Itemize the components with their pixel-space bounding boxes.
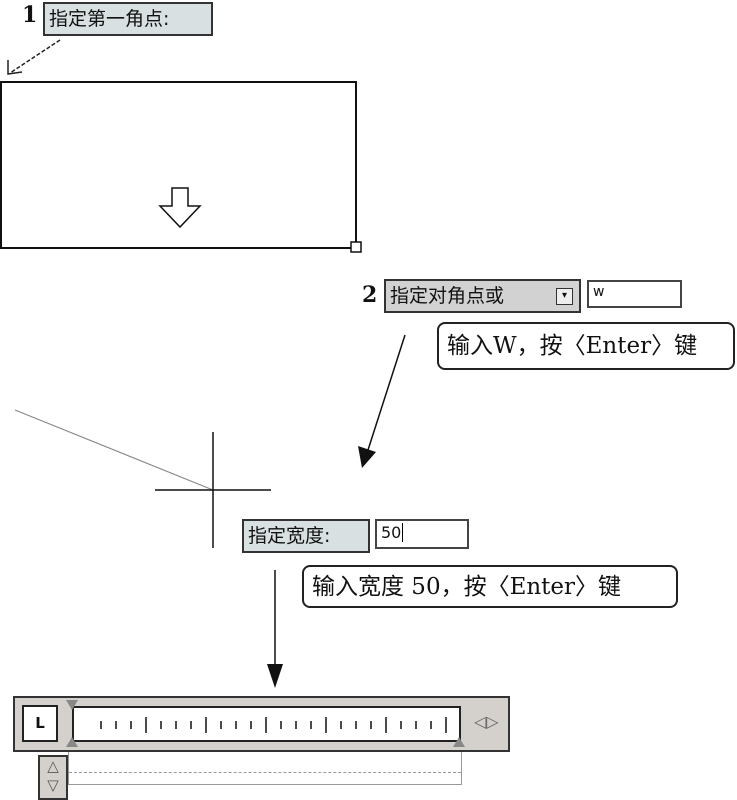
pointer-arrowhead-1	[7, 60, 23, 75]
prompt-text: 指定对角点或	[390, 285, 505, 307]
width-prompt: 指定宽度:	[242, 519, 370, 553]
right-indent-marker[interactable]	[453, 737, 465, 747]
text-frame	[68, 752, 462, 785]
first-corner-prompt: 指定第一角点:	[43, 2, 213, 36]
flow-arrow-2	[367, 334, 406, 451]
justify-button[interactable]: L	[22, 705, 58, 742]
pointer-arrow-1	[9, 39, 61, 74]
step-number-1: 1	[22, 2, 38, 28]
ruler[interactable]	[72, 706, 461, 742]
flow-arrowhead-3	[267, 664, 283, 688]
opposite-corner-prompt: 指定对角点或 ▾	[384, 279, 581, 313]
callout-enter-width: 输入宽度 50，按〈Enter〉键	[302, 565, 678, 608]
coordinate-input[interactable]: w	[587, 280, 682, 308]
width-value: 50	[381, 523, 402, 542]
rubberband-line	[14, 409, 214, 491]
text-baseline	[69, 772, 461, 773]
flow-arrowhead-2	[358, 446, 376, 468]
selection-rectangle	[0, 81, 357, 249]
down-arrow-icon	[158, 187, 202, 229]
ruler-ticks	[100, 717, 447, 733]
grip-square	[350, 241, 362, 253]
step-number-2: 2	[362, 282, 378, 308]
height-spinner[interactable]: △▽	[38, 755, 68, 800]
callout-enter-w: 输入W，按〈Enter〉键	[437, 322, 735, 370]
first-indent-marker[interactable]	[66, 700, 78, 710]
down-arrow-icon[interactable]: ▾	[556, 288, 573, 305]
width-input[interactable]: 50	[375, 519, 469, 549]
column-resize-icon[interactable]: ◁▷	[474, 712, 499, 731]
paragraph-indent-marker[interactable]	[66, 737, 78, 747]
